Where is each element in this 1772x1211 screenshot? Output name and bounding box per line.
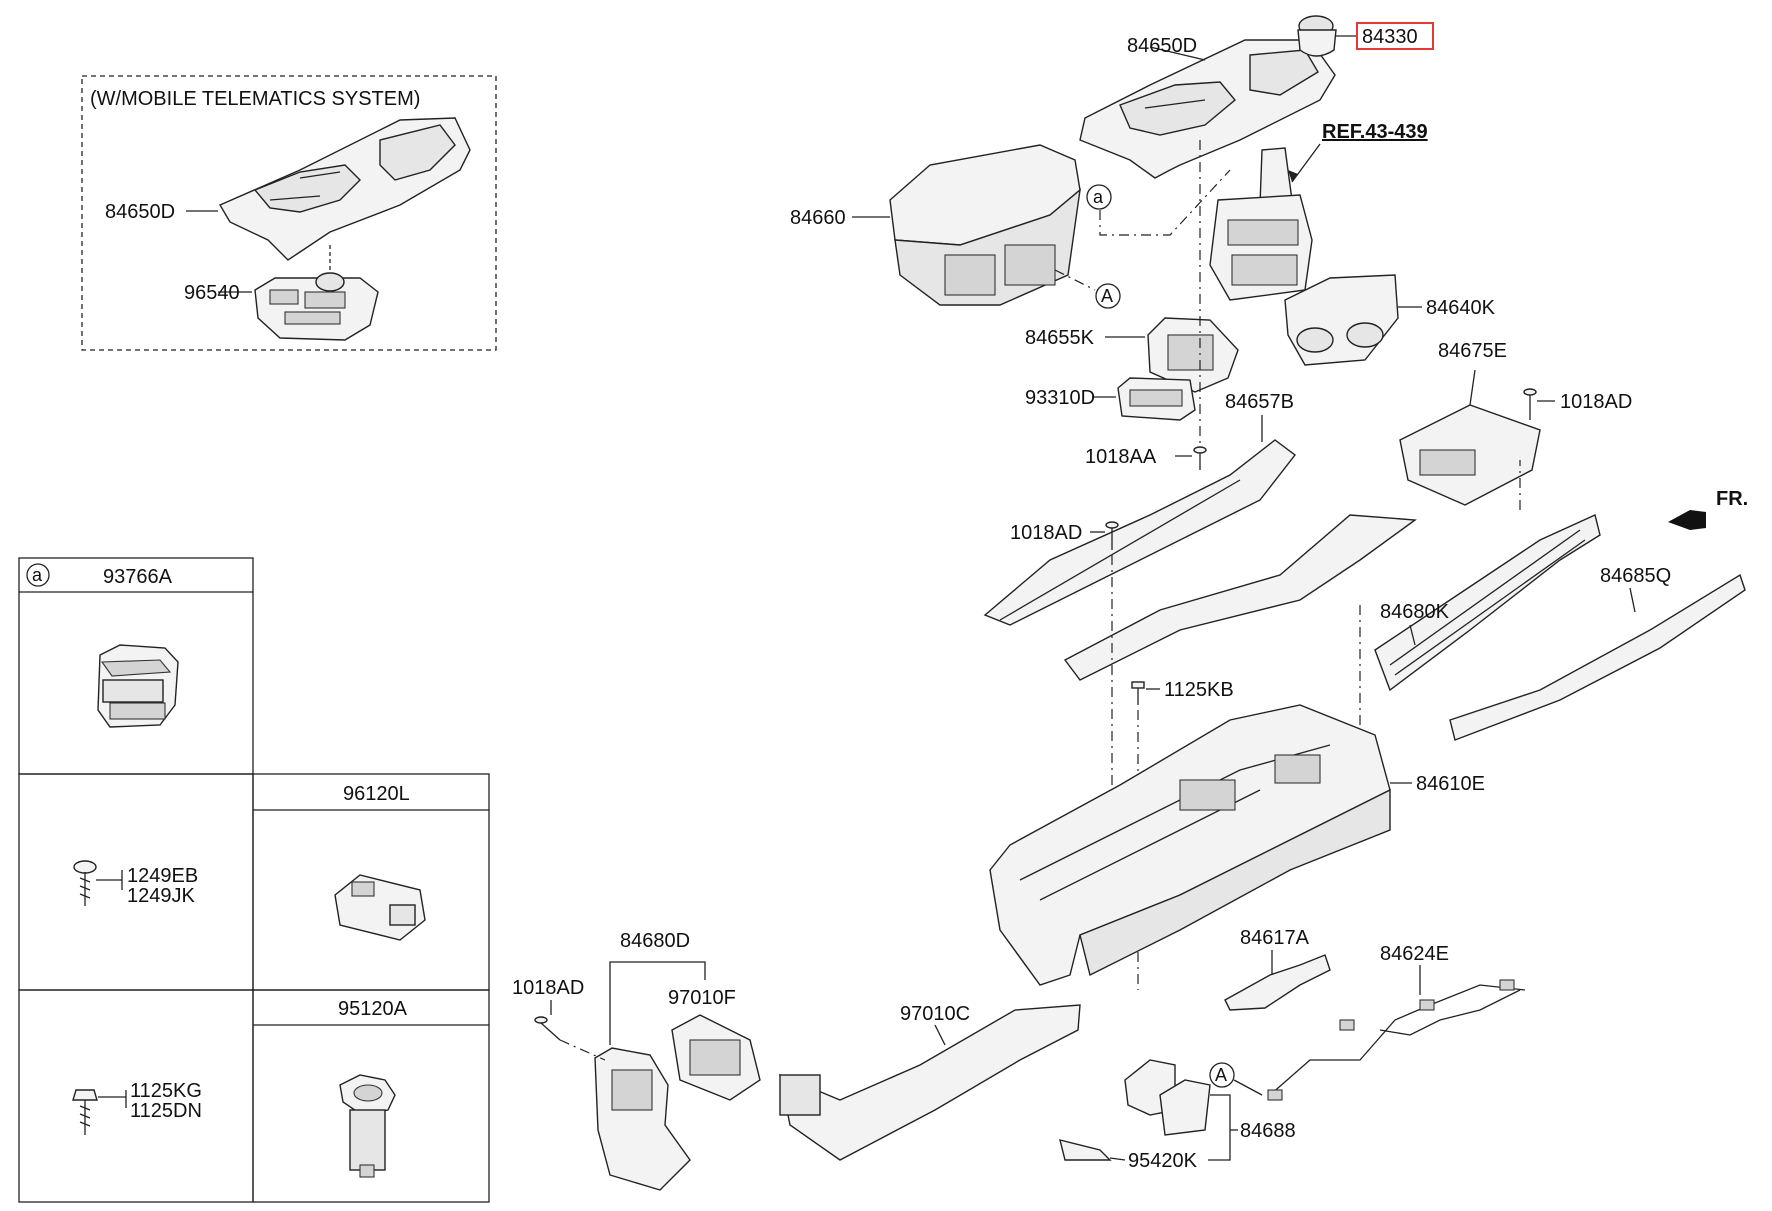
inset-title: (W/MOBILE TELEMATICS SYSTEM): [90, 88, 420, 110]
label-84624e: 84624E: [1380, 943, 1449, 965]
screw-1249-drawing: [73, 860, 97, 906]
grille-84680k: [1374, 514, 1601, 692]
inset-frame: [81, 75, 497, 351]
screw-1018ad-lower: [534, 1016, 561, 1041]
screw-1018ad-middle: [1105, 521, 1119, 550]
table-1125dn: 1125DN: [130, 1100, 202, 1122]
shifter-assembly: [1209, 147, 1313, 301]
inset-label-96540: 96540: [184, 282, 240, 304]
module-93310d: [1117, 377, 1196, 421]
label-97010f: 97010F: [668, 987, 736, 1009]
table-1249eb: 1249EB: [127, 865, 198, 887]
side-trim-left: [1063, 514, 1417, 681]
label-84655k: 84655K: [1025, 327, 1095, 349]
shift-knob-84330: [1297, 15, 1337, 57]
label-84675e: 84675E: [1438, 340, 1507, 362]
side-trim-84685q: [1449, 573, 1746, 741]
harness-84624e: [1267, 979, 1526, 1101]
switch-93766a-drawing: [97, 644, 179, 728]
callout-A-upper: [1095, 283, 1121, 309]
bolt-1125kb: [1131, 681, 1145, 705]
armrest-84660: [889, 144, 1081, 306]
label-1125kb: 1125KB: [1164, 679, 1234, 701]
label-84660: 84660: [790, 207, 846, 229]
label-97010c: 97010C: [900, 1003, 970, 1025]
inset-console-tray: [218, 117, 471, 261]
label-84610e: 84610E: [1416, 773, 1485, 795]
label-ref-43-439: REF.43-439: [1322, 121, 1428, 143]
side-panel-84657b: [983, 439, 1296, 626]
duct-97010c: [779, 1004, 1081, 1161]
parts-table: a 93766A 96120L 1249EB 1249JK: [18, 557, 490, 1203]
callout-a: [1086, 184, 1112, 210]
inset-controller-96540: [254, 272, 379, 341]
screw-1018aa: [1193, 446, 1207, 470]
usb-95120a-drawing: [339, 1074, 396, 1178]
label-84657b: 84657B: [1225, 391, 1294, 413]
label-1018aa: 1018AA: [1085, 446, 1157, 468]
tray-84675e: [1399, 404, 1541, 506]
label-84640k: 84640K: [1426, 297, 1496, 319]
jack-96120l-drawing: [334, 874, 426, 941]
table-1125kg: 1125KG: [130, 1080, 202, 1102]
screw-1018ad-upper: [1523, 388, 1537, 420]
label-1018ad-upper: 1018AD: [1560, 391, 1632, 413]
label-84680k: 84680K: [1380, 601, 1450, 623]
bezel-84655k: [1147, 317, 1239, 393]
table-1249jk: 1249JK: [127, 885, 195, 907]
label-84680d: 84680D: [620, 930, 690, 952]
svg-text:A: A: [1215, 1065, 1227, 1085]
console-frame-84610e: [989, 704, 1391, 986]
connector-95420k: [1059, 1139, 1112, 1161]
screw-1125-drawing: [72, 1089, 98, 1135]
bracket-84688: [1124, 1059, 1211, 1136]
svg-text:a: a: [1093, 187, 1104, 207]
telematics-inset: (W/MOBILE TELEMATICS SYSTEM) 84650D 9654…: [81, 75, 497, 351]
front-direction-arrow: [1668, 510, 1706, 530]
table-93766a: 93766A: [103, 566, 173, 588]
label-84330: 84330: [1362, 26, 1418, 48]
label-84685q: 84685Q: [1600, 565, 1671, 587]
callout-A-lower: [1209, 1062, 1235, 1088]
svg-text:a: a: [32, 565, 43, 585]
label-84650d: 84650D: [1127, 35, 1197, 57]
table-95120a: 95120A: [338, 998, 408, 1020]
console-tray-84650d: [1079, 39, 1336, 179]
bracket-84617a: [1224, 954, 1331, 1011]
label-fr: FR.: [1716, 488, 1748, 510]
label-1018ad-middle: 1018AD: [1010, 522, 1082, 544]
label-1018ad-lower: 1018AD: [512, 977, 584, 999]
vent-97010f: [671, 1014, 761, 1101]
rear-bezel-84680d: [594, 1047, 691, 1191]
table-callout-a: [26, 563, 50, 587]
cupholder-84640k: [1284, 274, 1399, 366]
label-84688: 84688: [1240, 1120, 1296, 1142]
label-95420k: 95420K: [1128, 1150, 1198, 1172]
label-84617a: 84617A: [1240, 927, 1310, 949]
svg-text:A: A: [1101, 286, 1113, 306]
highlight-box-84330: [1356, 22, 1434, 50]
label-93310d: 93310D: [1025, 387, 1095, 409]
table-96120l: 96120L: [343, 783, 410, 805]
inset-label-84650d: 84650D: [105, 201, 175, 223]
